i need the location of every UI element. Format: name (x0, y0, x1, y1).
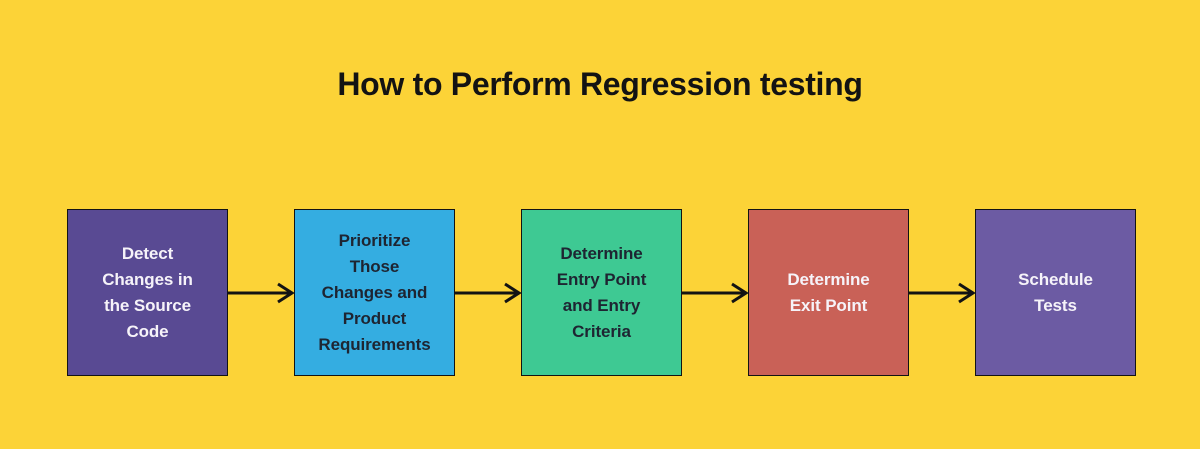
flow-step-prioritize-changes: Prioritize Those Changes and Product Req… (294, 209, 455, 376)
flow-step-label: Determine Exit Point (787, 269, 870, 315)
flow-step-exit-point: Determine Exit Point (748, 209, 909, 376)
flow-step-label: Prioritize Those Changes and Product Req… (318, 230, 431, 354)
flow-step-detect-changes: Detect Changes in the Source Code (67, 209, 228, 376)
flow-step-schedule-tests: Schedule Tests (975, 209, 1136, 376)
flow-step-entry-point: Determine Entry Point and Entry Criteria (521, 209, 682, 376)
arrow-right-icon (455, 282, 521, 303)
flow-step-label: Detect Changes in the Source Code (102, 243, 193, 341)
flow-step-label: Schedule Tests (1018, 269, 1093, 315)
arrow-right-icon (909, 282, 975, 303)
page-title: How to Perform Regression testing (337, 66, 863, 102)
arrow-right-icon (682, 282, 748, 303)
flow-step-label: Determine Entry Point and Entry Criteria (556, 243, 647, 341)
flow-row: Detect Changes in the Source Code Priori… (0, 209, 1200, 376)
arrow-right-icon (228, 282, 294, 303)
